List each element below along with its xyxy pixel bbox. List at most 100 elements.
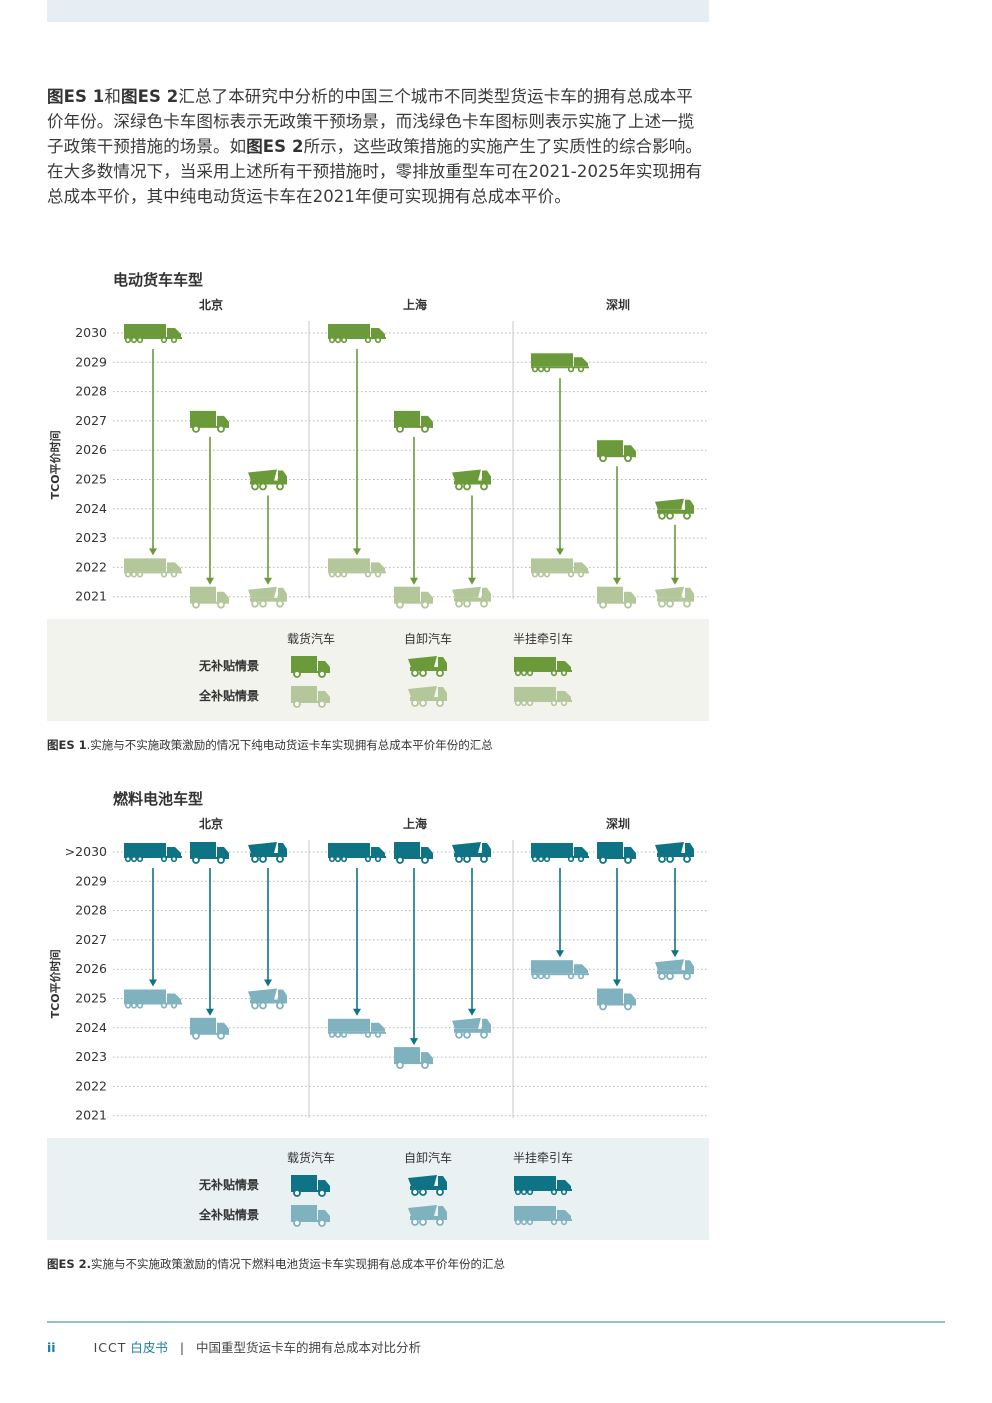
dump-truck-icon (408, 686, 447, 707)
dump-truck-icon (248, 469, 287, 491)
cargo-box (394, 410, 420, 427)
wheel (136, 855, 144, 863)
chassis (454, 597, 491, 602)
y-tick-label: 2022 (75, 1078, 107, 1093)
chassis (597, 601, 636, 604)
dump-truck-icon (452, 1017, 491, 1039)
tractor-cab (574, 964, 588, 974)
tractor-cab (167, 562, 181, 572)
chassis (531, 856, 589, 858)
box-truck-icon (597, 586, 636, 609)
wheel (577, 973, 585, 980)
dump-bed (452, 1017, 481, 1029)
cargo-box (291, 1205, 317, 1221)
dump-truck-icon (408, 656, 447, 677)
dump-bed (452, 842, 481, 853)
tractor-cab (557, 1180, 571, 1189)
y-tick-label: 2021 (75, 589, 107, 604)
page-number: ii (47, 1340, 56, 1355)
truck-cab (438, 687, 447, 699)
truck-cab (421, 1052, 433, 1064)
tractor-cab (371, 562, 385, 572)
chassis (657, 597, 694, 602)
semi-trailer-truck-icon (531, 843, 589, 863)
truck-cab (624, 445, 636, 457)
wheel (421, 1061, 429, 1070)
arrow-head (410, 577, 418, 585)
chassis (394, 425, 433, 428)
wheel (550, 1218, 558, 1226)
wheel (683, 855, 691, 863)
chassis (657, 853, 694, 857)
chassis (410, 697, 447, 701)
truck-cab (624, 847, 636, 858)
wheel (599, 454, 607, 463)
paragraph-text: 汇总了本研究中分析的中国三个城市不同类型货运卡车的拥有总成本平价年份。深绿色卡车… (47, 87, 695, 156)
arrow-head (264, 577, 272, 585)
y-axis-label: TCO平价时间 (48, 949, 62, 1018)
chassis (394, 857, 433, 859)
chassis (190, 1032, 229, 1035)
dump-bed (248, 988, 277, 1000)
wheel (480, 1030, 488, 1039)
chassis (291, 1190, 330, 1192)
chassis (250, 853, 287, 857)
y-tick-label: 2023 (75, 530, 107, 545)
city-header: 北京 (199, 297, 223, 312)
semi-trailer-truck-icon (124, 843, 182, 863)
chart-fuel-cell-trucks: 燃料电池车型北京上海深圳TCO平价时间>20302029202820272026… (47, 790, 709, 1240)
tractor-cab (574, 847, 588, 856)
y-tick-label: 2026 (75, 442, 107, 457)
wheel (455, 1030, 463, 1039)
wheel (683, 511, 691, 520)
dump-bed (655, 586, 684, 598)
trailer-body (328, 1018, 370, 1032)
truck-cab (685, 843, 694, 855)
truck-cab (217, 591, 229, 603)
footer-org: ICCT (93, 1340, 127, 1355)
chassis (328, 856, 386, 858)
arrow-head (468, 1008, 476, 1016)
chassis (514, 1219, 572, 1221)
city-header: 深圳 (606, 816, 630, 831)
wheel (328, 1031, 336, 1038)
arrow-head (206, 577, 214, 585)
semi-trailer-truck-icon (124, 989, 182, 1009)
semi-trailer-truck-icon (124, 324, 182, 344)
wheel (251, 1001, 259, 1010)
y-tick-label: 2025 (75, 991, 107, 1006)
wheel (463, 482, 471, 491)
wheel (160, 1002, 168, 1009)
chassis (597, 857, 636, 859)
trailer-body (514, 687, 556, 700)
tractor-cab (557, 691, 571, 700)
dump-truck-icon (655, 959, 694, 981)
truck-cab (217, 415, 229, 427)
wheel (480, 599, 488, 608)
dump-truck-icon (452, 842, 491, 863)
chassis (597, 1003, 636, 1006)
dump-bed (655, 959, 684, 971)
dump-truck-icon (655, 586, 694, 608)
cargo-box (190, 410, 216, 427)
tractor-cab (557, 1210, 571, 1219)
wheel (526, 669, 534, 677)
dump-bed (408, 686, 437, 697)
wheel (396, 600, 404, 609)
y-tick-label: 2029 (75, 873, 107, 888)
truck-cab (421, 591, 433, 603)
footer-title: 中国重型货运卡车的拥有总成本对比分析 (196, 1340, 422, 1355)
wheel (666, 972, 674, 981)
y-axis-label: TCO平价时间 (48, 430, 62, 499)
tractor-cab (167, 847, 181, 856)
footer-divider (47, 1321, 945, 1323)
box-truck-icon (394, 1047, 433, 1070)
caption-es2: 图ES 2.实施与不实施政策激励的情况下燃料电池货运卡车实现拥有总成本平价年份的… (47, 1256, 505, 1272)
dump-truck-icon (248, 586, 287, 608)
wheel (567, 366, 575, 373)
y-tick-label: 2023 (75, 1049, 107, 1064)
wheel (658, 511, 666, 520)
wheel (276, 599, 284, 608)
arrow-head (671, 577, 679, 585)
dump-truck-icon (408, 1175, 447, 1196)
